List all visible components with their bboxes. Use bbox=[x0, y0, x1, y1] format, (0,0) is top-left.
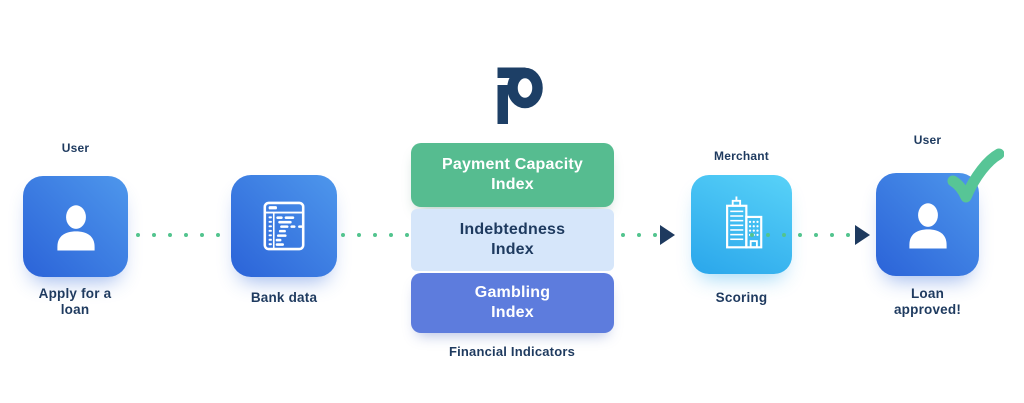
check-icon bbox=[946, 148, 1004, 208]
node-user-apply-top-label: User bbox=[61, 141, 90, 155]
node-user-approved-top-label: User bbox=[913, 133, 942, 147]
merchant-buildings-icon bbox=[725, 195, 762, 248]
indicator-gambling: Gambling Index bbox=[411, 273, 614, 333]
bank-data-window-icon bbox=[263, 201, 305, 251]
user-icon bbox=[908, 202, 947, 249]
indicator-payment-capacity: Payment Capacity Index bbox=[411, 143, 614, 207]
user-icon bbox=[56, 204, 95, 251]
node-bank-data-tile bbox=[231, 175, 337, 277]
node-user-approved-label: Loan approved! bbox=[893, 286, 962, 317]
dotted-connector bbox=[341, 233, 409, 237]
dotted-connector bbox=[136, 233, 220, 237]
node-merchant-tile bbox=[691, 175, 792, 274]
arrow-icon bbox=[855, 225, 870, 245]
dotted-connector bbox=[750, 233, 850, 237]
p-logo-icon bbox=[497, 67, 543, 124]
indicator-indebtedness: Indebtedness Index bbox=[411, 209, 614, 271]
node-merchant-label: Scoring bbox=[715, 290, 768, 305]
node-bank-data-label: Bank data bbox=[250, 290, 318, 305]
node-merchant-top-label: Merchant bbox=[714, 149, 769, 163]
arrow-icon bbox=[660, 225, 675, 245]
financial-indicators-caption: Financial Indicators bbox=[448, 344, 576, 359]
company-logo bbox=[490, 58, 550, 126]
node-user-apply-label: Apply for a loan bbox=[38, 286, 112, 317]
node-user-apply-tile bbox=[23, 176, 128, 277]
dotted-connector bbox=[621, 233, 657, 237]
